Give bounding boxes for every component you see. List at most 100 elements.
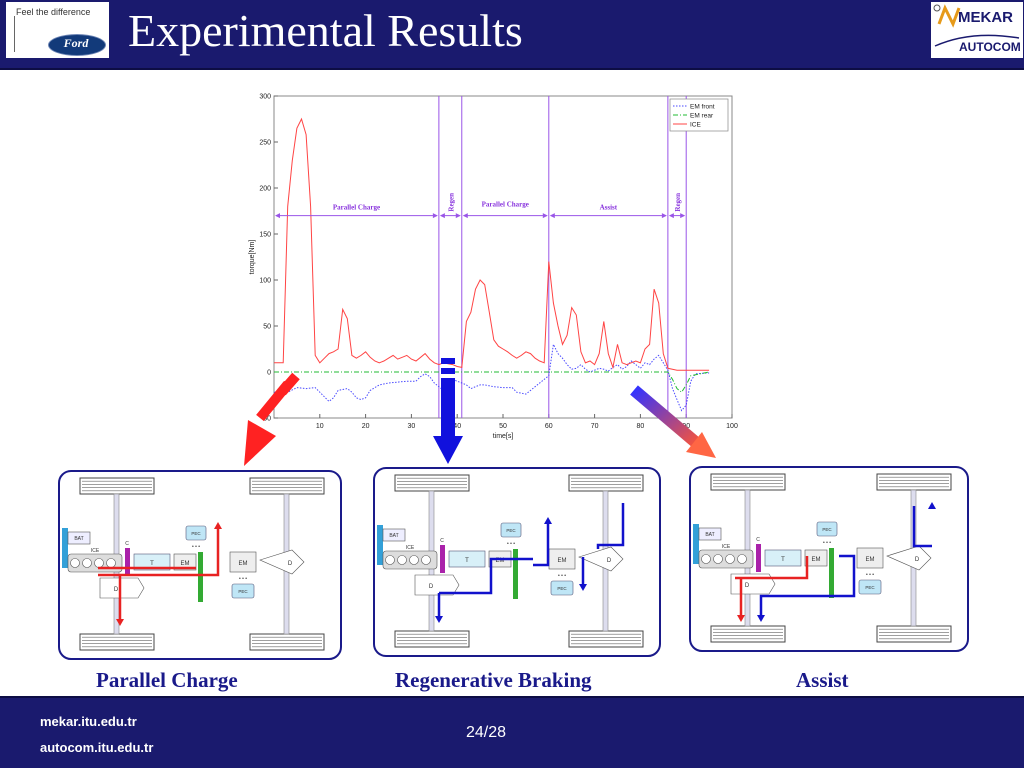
x-tick-label: 100 [726, 423, 738, 430]
page-number: 24/28 [466, 724, 507, 741]
clutch [440, 545, 445, 573]
battery-label: BAT [74, 536, 83, 542]
tire [394, 474, 470, 492]
phase-arrowhead-left [275, 213, 280, 219]
coupling [829, 548, 834, 598]
front-diff-label: D [114, 587, 119, 593]
footer-bar [0, 698, 1024, 768]
header-divider [0, 68, 1024, 70]
rear-pec-label: PEC [865, 585, 875, 590]
front-em-label: EM [181, 561, 190, 567]
front-diff-label: D [429, 584, 434, 590]
front-pec [500, 522, 522, 538]
page-title: Experimental Results [128, 5, 523, 56]
x-tick-label: 50 [499, 423, 507, 430]
front-pec [816, 521, 838, 537]
battery-module [382, 528, 406, 542]
clutch-label: C [440, 538, 444, 544]
wheel-icon [568, 474, 644, 492]
wheel-icon [394, 474, 470, 492]
battery-module [67, 531, 91, 545]
y-tick-label: 50 [263, 324, 271, 331]
phase-arrowhead-right [542, 213, 548, 219]
front-differential [414, 574, 460, 596]
tire [568, 474, 644, 492]
phase-label: Regen [674, 193, 682, 212]
rear-diff-label: D [915, 557, 920, 563]
wheel-icon [568, 630, 644, 648]
wheel-icon [249, 477, 325, 495]
front-em [173, 553, 197, 571]
ice-cylinder [421, 555, 431, 565]
front-em [804, 549, 828, 567]
ice-cylinder [713, 554, 723, 564]
battery-icon [62, 528, 68, 568]
tire [710, 625, 786, 643]
ford-tagline: Feel the difference [16, 7, 91, 17]
ice-cylinder [737, 554, 747, 564]
x-tick-label: 10 [316, 423, 324, 430]
ice-cylinder [409, 555, 419, 565]
energy-flow-arrowhead [757, 615, 765, 622]
wheel-icon [249, 633, 325, 651]
legend-entry: EM rear [690, 113, 714, 120]
rear-pec-label: PEC [238, 589, 248, 594]
y-tick-label: -50 [261, 416, 271, 423]
wheel-icon [394, 630, 470, 648]
legend-entry: EM front [690, 104, 715, 111]
wheel-icon [876, 625, 952, 643]
x-tick-label: 70 [591, 423, 599, 430]
footer-divider [0, 696, 1024, 698]
energy-flow-line [759, 554, 856, 616]
legend-box [669, 98, 729, 132]
clutch [756, 544, 761, 572]
mekar-logo: MEKAR AUTOCOM [931, 2, 1023, 58]
ice-cylinder [70, 558, 80, 568]
energy-flow-line [596, 503, 625, 549]
legend-entry: ICE [690, 122, 702, 129]
y-tick-label: 300 [259, 94, 271, 101]
energy-flow-arrowhead [579, 584, 587, 591]
clutch-label: C [756, 537, 760, 543]
tire [79, 633, 155, 651]
ice-cylinder [94, 558, 104, 568]
rear-pec [858, 579, 882, 595]
battery-icon [693, 524, 699, 564]
ford-logo-text: Ford [63, 36, 89, 50]
rear-pec-dots: • • • [558, 573, 566, 579]
arrow-regen [433, 358, 463, 464]
arrow-assist [630, 385, 716, 458]
x-tick-label: 60 [545, 423, 553, 430]
footer-site-autocom[interactable]: autocom.itu.edu.tr [40, 740, 154, 755]
series-line-em-front [274, 342, 710, 412]
ice-label: ICE [91, 548, 100, 554]
tire [79, 477, 155, 495]
phase-label: Regen [447, 193, 455, 212]
phase-arrowhead-right [680, 213, 686, 219]
footer-site-mekar[interactable]: mekar.itu.edu.tr [40, 714, 137, 729]
front-pec-dots: • • • [507, 541, 515, 547]
tire [876, 625, 952, 643]
front-pec-label: PEC [822, 527, 832, 532]
tire [394, 630, 470, 648]
autocom-logo-text: AUTOCOM [959, 40, 1021, 54]
energy-flow-arrowhead [544, 517, 552, 524]
rear-pec-label: PEC [557, 586, 567, 591]
clutch [125, 548, 130, 576]
x-tick-label: 80 [637, 423, 645, 430]
tire [249, 477, 325, 495]
rear-pec-dots: • • • [866, 572, 874, 578]
front-differential [99, 577, 145, 599]
phase-arrowhead-left [439, 213, 445, 219]
transmission [133, 553, 171, 571]
y-axis-label: torque[Nm] [249, 240, 256, 275]
front-pec-dots: • • • [192, 544, 200, 550]
energy-flow-line [533, 523, 550, 567]
torque-chart: 102030405060708090100-500501001502002503… [249, 94, 738, 441]
series-line-ice [274, 117, 710, 371]
transmission-label: T [465, 558, 469, 564]
mekar-logo-text: MEKAR [958, 9, 1013, 26]
